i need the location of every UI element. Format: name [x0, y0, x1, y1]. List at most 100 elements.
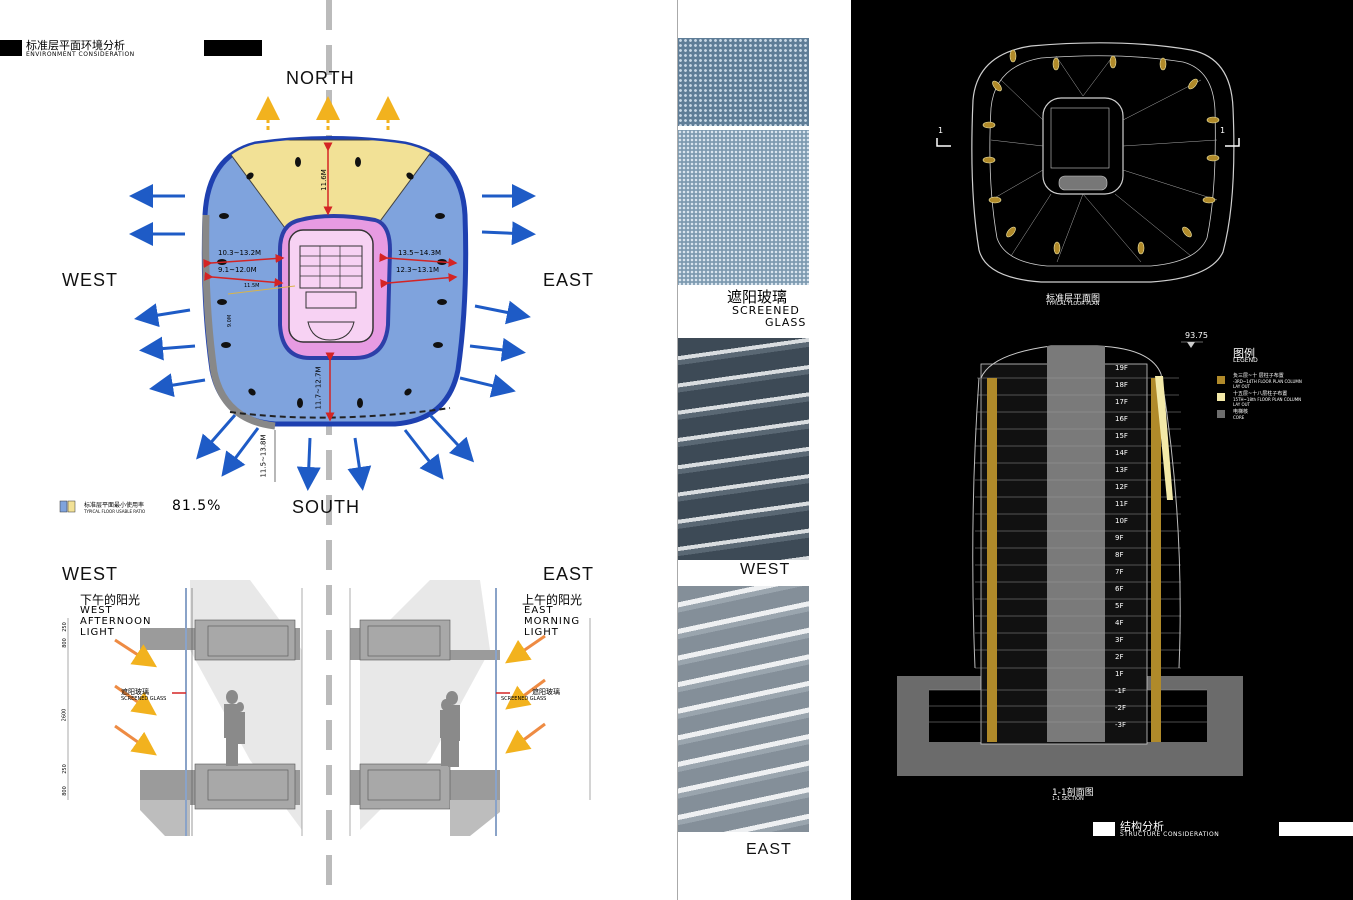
env-title-en: ENVIRONMENT CONSIDERATION: [26, 51, 135, 58]
floor-label: 3F: [1115, 636, 1124, 644]
dim-east-lower: 12.3~13.1M: [396, 266, 440, 274]
photo-west-facade: [678, 338, 809, 560]
plan-title-cn: 标准层平面图: [1046, 294, 1101, 304]
floor-label: -2F: [1115, 704, 1127, 712]
dim-west-upper: 10.3~13.2M: [218, 249, 262, 257]
dim-inner-small: 9.0M: [227, 314, 234, 328]
south-dashed-line: [229, 407, 451, 419]
dim-south-overall: 11.5~13.8M: [259, 434, 268, 478]
floor-label: 16F: [1115, 415, 1128, 423]
legend-swatch-core: [1217, 410, 1225, 418]
floor-label: 5F: [1115, 602, 1124, 610]
env-title-cn: 标准层平面环境分析: [26, 39, 125, 52]
legend-swatch-pale: [1217, 393, 1225, 401]
dimension-lines: [203, 142, 458, 422]
sec-dim-1: 250: [61, 622, 68, 632]
west-arrows: [129, 184, 260, 477]
screened-glass-cn: 遮阳玻璃: [727, 288, 788, 306]
legend-2-cn: 十五层~十八层柱子布置: [1233, 391, 1288, 397]
label-south: SOUTH: [292, 497, 360, 517]
screened-glass-en2: GLASS: [765, 316, 807, 329]
west-section-en1: WEST: [80, 605, 113, 616]
floor-label: -1F: [1115, 687, 1127, 695]
legend-1-en: -3RD~14TH FLOOR PLAN COLUMN LAY OUT: [1233, 379, 1302, 389]
inner-dim-line: [227, 285, 296, 295]
section-title-cn: 1-1剖面图: [1052, 788, 1094, 798]
west-section-en3: LIGHT: [80, 627, 115, 638]
sec-dim-4: 250: [61, 764, 68, 774]
core-inner: [288, 229, 374, 343]
east-wall-section: [349, 580, 591, 836]
east-section-en3: LIGHT: [524, 627, 559, 638]
floor-label: 7F: [1115, 568, 1124, 576]
ratio-legend-en: TYPICAL FLOOR USABLE RATIO: [84, 509, 146, 514]
legend-swatch-gold: [1217, 376, 1225, 384]
photo-perforated-glass-2: [678, 130, 809, 285]
column-lower: [987, 378, 997, 742]
floor-label: 11F: [1115, 500, 1128, 508]
floor-label: 15F: [1115, 432, 1128, 440]
footer-block-left: [1093, 822, 1115, 836]
east-glass-en: SCREENED GLASS: [501, 696, 547, 702]
floor-label: 18F: [1115, 381, 1128, 389]
east-glass-cn: 遮阳玻璃: [532, 688, 560, 696]
core-lobby: [307, 321, 355, 341]
environment-plan-diagram: [59, 96, 591, 836]
north-arrows: [256, 96, 400, 130]
photo-west-label: WEST: [740, 561, 791, 578]
screened-glass-en1: SCREENED: [732, 304, 800, 317]
photo-east-facade: [678, 586, 809, 832]
west-section-cn: 下午的阳光: [80, 593, 141, 607]
floor-label: 19F: [1115, 364, 1128, 372]
west-section-heading: WEST: [62, 564, 118, 584]
label-east: EAST: [543, 270, 595, 290]
typical-floor-plan: [936, 42, 1240, 283]
west-glass-en: SCREENED GLASS: [121, 696, 167, 702]
section-marker-right: 1: [1220, 126, 1226, 135]
legend-3-en: CORE: [1233, 415, 1245, 420]
center-dashed-axis: [326, 0, 332, 900]
floor-label: 6F: [1115, 585, 1124, 593]
floor-label: 13F: [1115, 466, 1128, 474]
east-section-en2: MORNING: [524, 616, 581, 627]
east-section-en1: EAST: [524, 605, 554, 616]
west-glass-cn: 遮阳玻璃: [121, 688, 149, 696]
structure-drawings: [897, 42, 1243, 776]
title-block-right: [204, 40, 262, 56]
floor-label: 10F: [1115, 517, 1128, 525]
ratio-legend-value: 81.5%: [172, 498, 222, 514]
dim-inner-west: 11.5M: [244, 283, 260, 289]
level-mark: 93.75: [1185, 331, 1208, 340]
legend-title-cn: 图例: [1233, 347, 1255, 360]
dim-west-lower: 9.1~12.0M: [218, 266, 257, 274]
core-stair: [299, 245, 363, 289]
floor-label: 4F: [1115, 619, 1124, 627]
footer-title-en: STRUCTURE CONSIDERATION: [1120, 831, 1220, 838]
dim-north-depth: 11.6M: [319, 169, 328, 191]
sec-dim-2: 800: [61, 638, 68, 648]
legend-title-en: LEGEND: [1233, 357, 1258, 364]
east-arrows: [296, 184, 536, 491]
legend-2-en: 15TH~18th FLOOR PLAN COLUMN LAY OUT: [1233, 397, 1302, 407]
divider-line: [677, 0, 678, 900]
building-section: [897, 341, 1243, 776]
section-marker-left: 1: [938, 126, 944, 135]
floor-label: 9F: [1115, 534, 1124, 542]
legend-3-cn: 电梯核: [1233, 409, 1249, 415]
legend-blue-swatch: [59, 500, 68, 513]
west-section-en2: AFTERNOON: [80, 616, 152, 627]
floor-label: 12F: [1115, 483, 1128, 491]
west-wall-section: [67, 580, 303, 836]
label-north: NORTH: [286, 68, 355, 88]
floor-label: 14F: [1115, 449, 1128, 457]
legend-yellow-swatch: [67, 500, 76, 513]
footer-block-right: [1279, 822, 1353, 836]
elevator-core: [1047, 346, 1105, 742]
plan-title-en: TYPICAL FLOOR PLAN: [1046, 301, 1100, 307]
ratio-legend-cn: 标准层平面最小使用率: [84, 502, 145, 509]
label-west: WEST: [62, 270, 118, 290]
dim-south-depth: 11.7~12.7M: [314, 366, 323, 410]
title-block-left: [0, 40, 22, 56]
floor-label: -3F: [1115, 721, 1127, 729]
